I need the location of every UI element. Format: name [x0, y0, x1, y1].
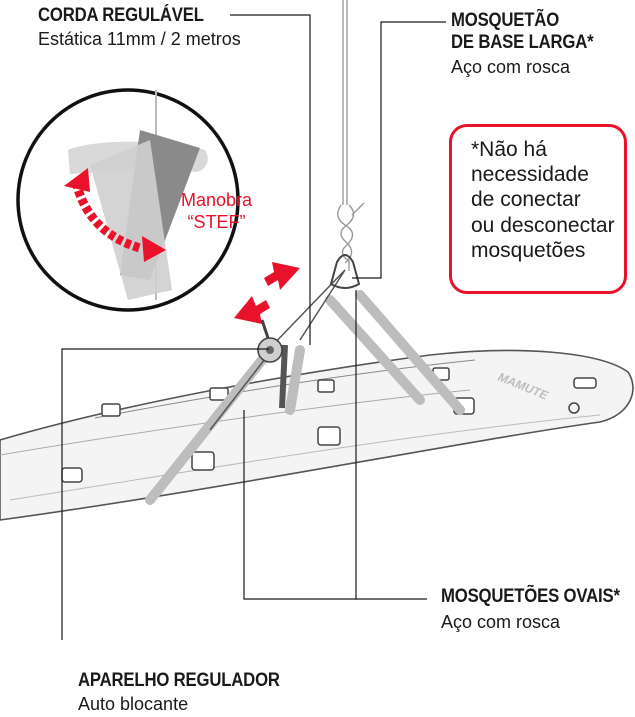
label-mosquetao-title-2-text: DE BASE LARGA [451, 32, 588, 54]
label-aparelho: APARELHO REGULADOR Auto blocante [78, 670, 307, 716]
label-mosquetao: MOSQUETÃO DE BASE LARGA* Aço com rosca [451, 10, 613, 78]
callout-lines [61, 14, 446, 640]
label-corda-title: CORDA REGULÁVEL [38, 5, 204, 26]
rotate-arrow-icon [71, 180, 142, 253]
note-line-2: necessidade [471, 163, 589, 187]
note-line-3: de conectar [471, 188, 581, 212]
note-line-4: ou desconectar [471, 213, 615, 237]
label-mosquetao-title-1: MOSQUETÃO [451, 10, 560, 31]
straps [145, 290, 465, 505]
label-ovais-star: * [613, 586, 620, 607]
maneuver-line-2: “STEF” [187, 211, 246, 232]
label-aparelho-sub: Auto blocante [78, 694, 189, 715]
adjuster-device [257, 319, 283, 363]
wide-carabiner [329, 254, 361, 289]
label-mosquetao-star: * [587, 32, 594, 54]
maneuver-inset [16, 88, 240, 312]
adjust-rope-tail [279, 344, 288, 409]
bag-handles [61, 367, 597, 483]
note-line-5: mosquetões [471, 238, 586, 262]
maneuver-label: Manobra “STEF” [181, 190, 252, 233]
label-mosquetao-title-2: DE BASE LARGA* [451, 32, 594, 54]
label-ovais-title: MOSQUETÕES OVAIS* [441, 586, 620, 608]
label-corda-sub: Estática 11mm / 2 metros [38, 29, 241, 50]
label-ovais-title-text: MOSQUETÕES OVAIS [441, 586, 614, 607]
label-ovais-sub: Aço com rosca [441, 612, 561, 633]
note-box: *Não há necessidade de conectar ou desco… [449, 124, 627, 294]
top-rope [337, 0, 365, 271]
label-mosquetao-sub: Aço com rosca [451, 56, 571, 77]
note-line-1: *Não há [471, 138, 547, 161]
label-aparelho-title: APARELHO REGULADOR [78, 670, 280, 691]
label-corda: CORDA REGULÁVEL Estática 11mm / 2 metros [38, 5, 241, 51]
label-ovais: MOSQUETÕES OVAIS* Aço com rosca [441, 586, 635, 634]
adjust-arrow-icon [234, 262, 300, 324]
board-bag [0, 349, 634, 521]
maneuver-line-1: Manobra [181, 190, 253, 210]
